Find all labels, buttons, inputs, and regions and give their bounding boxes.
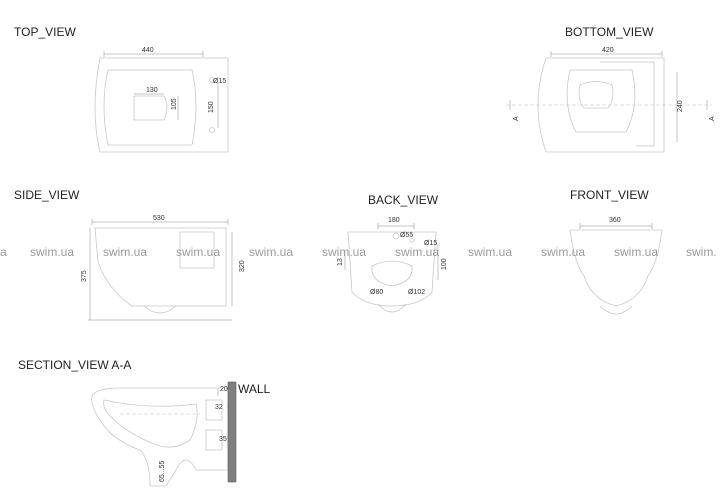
side-view-front-height-label: 375 — [81, 270, 88, 282]
watermark-row: a swim.ua swim.ua swim.ua swim.ua swim.u… — [0, 245, 717, 259]
front-view-width-label: 360 — [609, 217, 621, 224]
side-view-drawing — [88, 219, 233, 321]
front-view-drawing — [569, 223, 663, 315]
watermark: swim.ua — [176, 245, 220, 259]
side-view-length-label: 530 — [153, 215, 165, 222]
watermark: swim.ua — [395, 245, 439, 259]
section-dim-20: 20 — [220, 386, 228, 393]
back-view-outlet-80-label: Ø80 — [370, 289, 383, 296]
watermark: swim.ua — [468, 245, 512, 259]
bottom-view-height-label: 240 — [677, 100, 684, 112]
section-dim-35: 35 — [219, 436, 227, 443]
watermark: swim.ua — [249, 245, 293, 259]
back-view-right-label: 100 — [441, 258, 448, 270]
watermark: swim.ua — [103, 245, 147, 259]
section-marker-left: A — [513, 116, 520, 121]
top-view-title: TOP_VIEW — [14, 25, 76, 39]
wall-label: WALL — [238, 382, 271, 396]
front-view-title: FRONT_VIEW — [570, 188, 649, 202]
watermark-partial-right: swim. — [686, 245, 717, 259]
back-view-drawing — [344, 223, 439, 313]
back-view-small-hole-label: Ø15 — [424, 240, 437, 247]
watermark: swim.ua — [322, 245, 366, 259]
bottom-view-title: BOTTOM_VIEW — [565, 25, 654, 39]
watermark: swim.ua — [614, 245, 658, 259]
top-view-drawing — [94, 51, 229, 153]
top-view-width-label: 440 — [142, 47, 154, 54]
top-view-hole-spacing-label: 150 — [208, 101, 215, 113]
watermark: swim.ua — [30, 245, 74, 259]
back-view-inlet-label: Ø55 — [400, 232, 413, 239]
watermark-partial-left: a — [0, 245, 7, 259]
section-dim-32: 32 — [215, 404, 223, 411]
back-view-width-label: 180 — [388, 217, 400, 224]
back-view-outlet-102-label: Ø102 — [408, 289, 425, 296]
top-view-opening-width-label: 130 — [146, 87, 158, 94]
watermark: swim.ua — [541, 245, 585, 259]
top-view-opening-height-label: 105 — [171, 98, 178, 110]
side-view-back-height-label: 320 — [239, 260, 246, 272]
wall-plate — [227, 381, 237, 483]
back-view-title: BACK_VIEW — [368, 193, 439, 207]
back-view-height-label: 13 — [337, 258, 344, 266]
side-view-title: SIDE_VIEW — [14, 188, 80, 202]
bottom-view-width-label: 420 — [602, 47, 614, 54]
section-view-title: SECTION_VIEW A-A — [18, 358, 131, 372]
section-marker-right: A — [709, 116, 716, 121]
top-view-hole-label: Ø15 — [213, 78, 226, 85]
section-dim-65-55: 65...55 — [159, 460, 166, 482]
bottom-view-drawing — [506, 51, 712, 153]
